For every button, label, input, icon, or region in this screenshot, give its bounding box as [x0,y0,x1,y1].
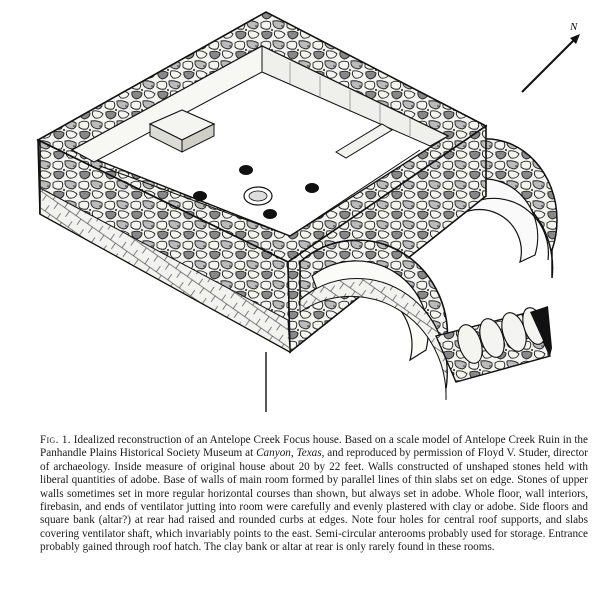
roof-support-hole [305,183,319,193]
main-room [36,11,488,354]
roof-support-hole [193,191,207,201]
ventilator-tunnel [435,306,552,383]
roof-support-hole [239,165,253,175]
front-anteroom [299,239,449,401]
figure-caption: Fig. 1. Idealized reconstruction of an A… [40,434,588,555]
figure-label: Fig. 1. [40,434,71,446]
caption-text-part2: , and reproduced by permission of Floyd … [40,447,589,554]
north-arrow-label: N [569,21,578,33]
roof-support-hole [263,209,277,219]
ventilator-shaft [335,123,393,159]
house-reconstruction-illustration: N [36,11,580,412]
caption-place: Canyon, Texas [256,447,322,460]
north-arrow: N [521,21,580,93]
caption-text-part1: Idealized reconstruction of an Antelope … [40,434,588,460]
